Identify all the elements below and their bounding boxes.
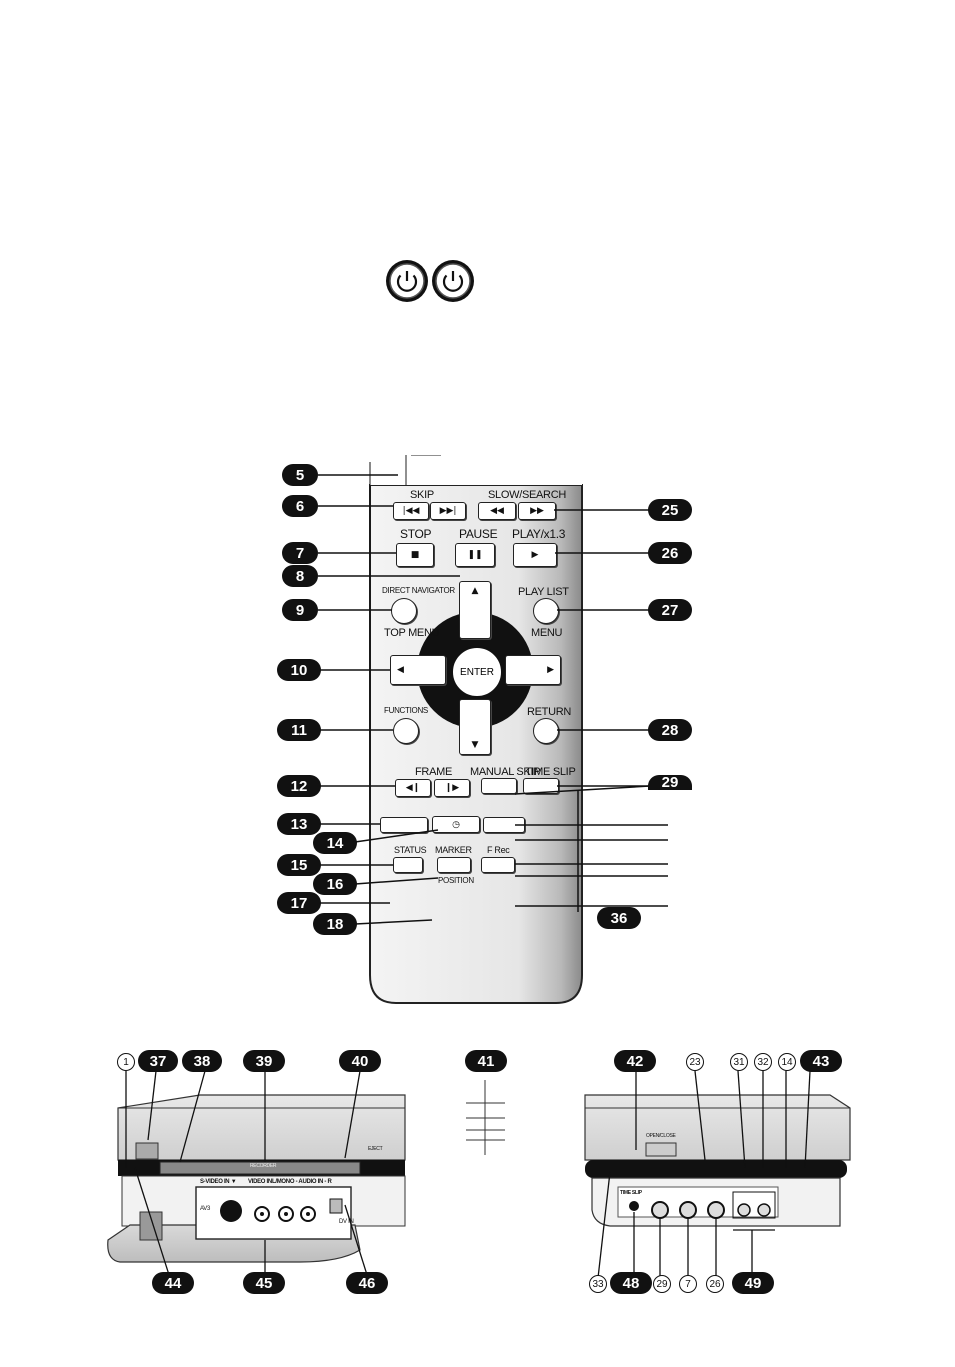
- return-label: RETURN: [527, 706, 572, 718]
- skip-label: SKIP: [410, 489, 434, 501]
- callout-49: 49: [732, 1272, 774, 1294]
- dpad-down-button[interactable]: ▼: [459, 699, 491, 755]
- timer-button[interactable]: ◷: [432, 816, 480, 833]
- svideo-in-label: S-VIDEO IN ▼: [200, 1179, 237, 1185]
- callout-29: 29: [648, 774, 692, 791]
- frec-button[interactable]: [481, 857, 515, 873]
- callout-40: 40: [339, 1050, 381, 1072]
- power-button-left: [385, 259, 429, 303]
- video-in-label: VIDEO IN: [248, 1179, 272, 1185]
- callout-18: 18: [313, 913, 357, 935]
- time-slip-label: TIME SLIP: [525, 766, 576, 778]
- time-slip-deck-label: TIME SLIP: [620, 1190, 642, 1196]
- callout-16: 16: [313, 873, 357, 895]
- callout-circled-23: 23: [686, 1053, 704, 1071]
- callout-circled-33: 33: [589, 1275, 607, 1293]
- dpad-right-button[interactable]: ▶: [505, 655, 561, 685]
- functions-button[interactable]: [393, 718, 419, 744]
- audio-in-label: L/MONO - AUDIO IN - R: [272, 1179, 332, 1185]
- status-button[interactable]: [393, 857, 423, 873]
- enter-label: ENTER: [460, 666, 494, 678]
- top-menu-label: TOP MENU: [384, 627, 440, 639]
- callout-6: 6: [282, 495, 318, 517]
- callout-12: 12: [277, 775, 321, 797]
- search-rewind-button[interactable]: ◀◀: [478, 502, 516, 520]
- callout-11: 11: [277, 719, 321, 741]
- marker-label: MARKER: [435, 845, 472, 855]
- power-icon: [386, 260, 428, 302]
- play-list-label: PLAY LIST: [518, 586, 569, 598]
- position-label: POSITION: [438, 876, 474, 885]
- play-button[interactable]: ▶: [513, 543, 557, 567]
- manual-skip-button[interactable]: [481, 778, 517, 794]
- callout-17: 17: [277, 892, 321, 914]
- play-list-button[interactable]: [533, 598, 559, 624]
- status-label: STATUS: [394, 845, 427, 855]
- callout-42: 42: [614, 1050, 656, 1072]
- callout-5: 5: [282, 464, 318, 486]
- callout-45: 45: [243, 1272, 285, 1294]
- stop-button[interactable]: ■: [396, 543, 434, 567]
- frame-forward-button[interactable]: ❙▶: [434, 779, 470, 797]
- manual-skip-label: MANUAL SKIP: [470, 766, 541, 778]
- frec-label: F Rec: [487, 845, 510, 855]
- callout-27: 27: [648, 599, 692, 621]
- skip-prev-button[interactable]: |◀◀: [393, 502, 429, 520]
- callout-circled-14: 14: [778, 1053, 796, 1071]
- callout-39: 39: [243, 1050, 285, 1072]
- eject-label: EJECT: [368, 1146, 383, 1152]
- pause-label: PAUSE: [459, 527, 498, 541]
- frame-label: FRAME: [415, 766, 453, 778]
- dpad-left-button[interactable]: ◀: [390, 655, 446, 685]
- marker-button[interactable]: [437, 857, 471, 873]
- callout-41: 41: [465, 1050, 507, 1072]
- callout-circled-29: 29: [653, 1275, 671, 1293]
- direct-navigator-button[interactable]: [391, 598, 417, 624]
- callout-26: 26: [648, 542, 692, 564]
- dv-in-label: DV IN: [339, 1219, 354, 1225]
- functions-label: FUNCTIONS: [384, 706, 428, 715]
- stop-label: STOP: [400, 527, 432, 541]
- callout-37: 37: [138, 1050, 178, 1072]
- callout-8: 8: [282, 565, 318, 587]
- callout-circled-32: 32: [754, 1053, 772, 1071]
- callout-44: 44: [152, 1272, 194, 1294]
- av3-label: AV3: [200, 1206, 210, 1212]
- enter-button[interactable]: ENTER: [451, 646, 503, 698]
- skip-next-button[interactable]: ▶▶|: [430, 502, 466, 520]
- frame-back-button[interactable]: ◀❙: [395, 779, 431, 797]
- callout-circled-7: 7: [679, 1275, 697, 1293]
- callout-7: 7: [282, 542, 318, 564]
- callout-38: 38: [182, 1050, 222, 1072]
- power-button-right: [431, 259, 475, 303]
- direct-navigator-label: DIRECT NAVIGATOR: [382, 586, 455, 595]
- callout-43: 43: [800, 1050, 842, 1072]
- dpad-up-button[interactable]: ▲: [459, 581, 491, 639]
- callout-10: 10: [277, 659, 321, 681]
- callout-circled-1: 1: [117, 1053, 135, 1071]
- callout-9: 9: [282, 599, 318, 621]
- power-icon: [432, 260, 474, 302]
- recorder-label: RECORDER: [250, 1163, 277, 1169]
- callout-46: 46: [346, 1272, 388, 1294]
- pause-button[interactable]: ❚❚: [455, 543, 495, 567]
- remote-button-a[interactable]: [380, 817, 428, 833]
- search-forward-button[interactable]: ▶▶: [518, 502, 556, 520]
- callout-circled-31: 31: [730, 1053, 748, 1071]
- callout-13: 13: [277, 813, 321, 835]
- menu-label: MENU: [531, 627, 563, 639]
- callout-25: 25: [648, 499, 692, 521]
- callout-14: 14: [313, 832, 357, 854]
- callout-36: 36: [597, 907, 641, 929]
- callout-48: 48: [610, 1272, 652, 1294]
- return-button[interactable]: [533, 718, 559, 744]
- callout-15: 15: [277, 854, 321, 876]
- callout-circled-26: 26: [706, 1275, 724, 1293]
- play-label: PLAY/x1.3: [512, 527, 566, 541]
- callout-28: 28: [648, 719, 692, 741]
- slow-search-label: SLOW/SEARCH: [488, 489, 566, 501]
- open-close-label: OPEN/CLOSE: [646, 1133, 676, 1139]
